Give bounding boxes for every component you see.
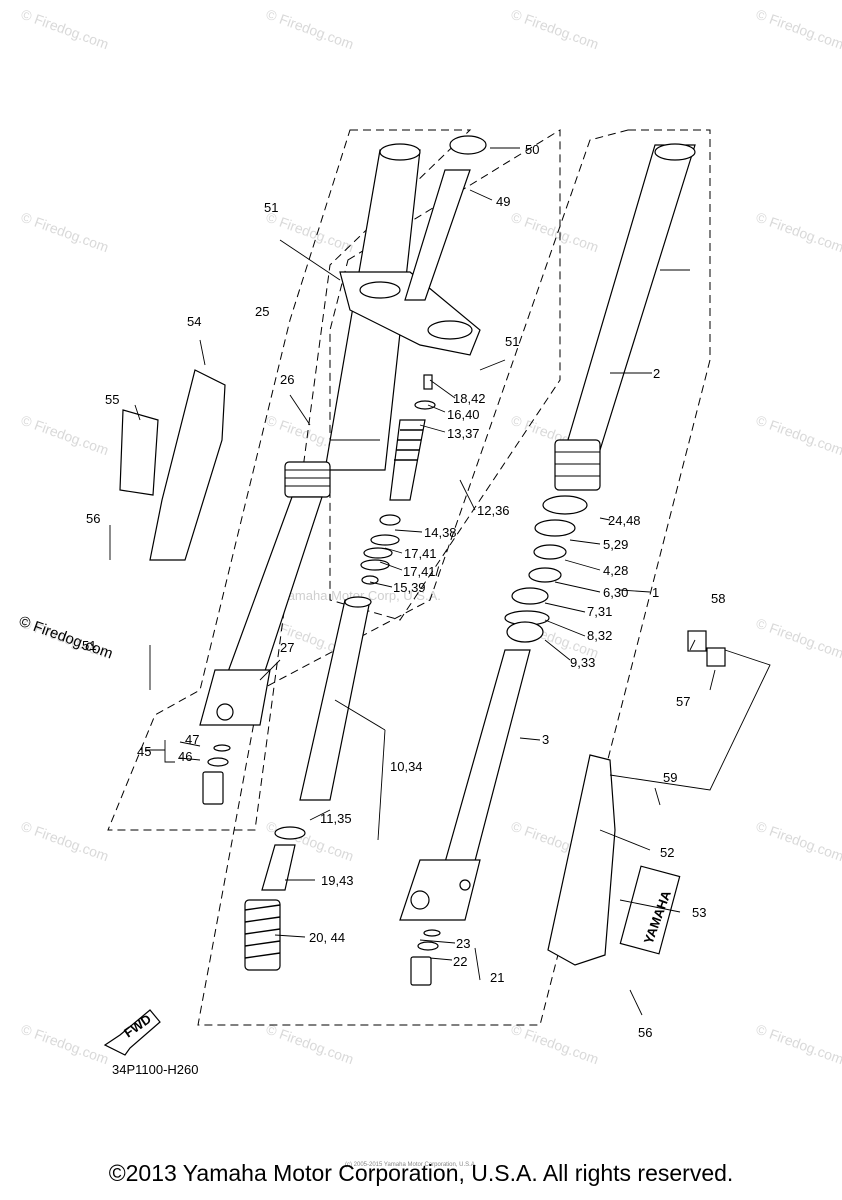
label-4-28: 4,28 <box>603 563 628 578</box>
label-25: 25 <box>255 304 269 319</box>
label-13-37: 13,37 <box>447 426 480 441</box>
left-fork-guard <box>119 369 226 561</box>
right-inner-tube <box>564 143 696 451</box>
label-6-30: 6,30 <box>603 585 628 600</box>
label-46: 46 <box>178 749 192 764</box>
label-58: 58 <box>711 591 725 606</box>
label-59: 59 <box>663 770 677 785</box>
label-57: 57 <box>676 694 690 709</box>
label-9-33: 9,33 <box>570 655 595 670</box>
label-51-right: 51 <box>505 334 519 349</box>
label-51-left: 51 <box>82 638 96 653</box>
label-1: 1 <box>652 585 659 600</box>
label-17-41: 17,41 <box>404 546 437 561</box>
firedog-watermark: © Firedog.com <box>19 6 111 53</box>
firedog-watermark: © Firedog.com <box>754 1021 842 1068</box>
label-51: 51 <box>264 200 278 215</box>
label-26: 26 <box>280 372 294 387</box>
top-bracket <box>339 135 487 356</box>
label-8-32: 8,32 <box>587 628 612 643</box>
label-15-39: 15,39 <box>393 580 426 595</box>
label-49: 49 <box>496 194 510 209</box>
label-24-48: 24,48 <box>608 513 641 528</box>
label-14-38: 14,38 <box>424 525 457 540</box>
firedog-watermark: © Firedog.com <box>754 209 842 256</box>
label-23: 23 <box>456 936 470 951</box>
label-7-31: 7,31 <box>587 604 612 619</box>
firedog-watermark: © Firedog.com <box>754 412 842 459</box>
left-seal-rings <box>284 461 331 498</box>
fork-spring <box>244 844 296 971</box>
firedog-watermark: © Firedog.com <box>509 1021 601 1068</box>
label-17-41-b: 17,41/ <box>403 564 440 579</box>
drain-bolts <box>202 744 441 986</box>
label-5-29: 5,29 <box>603 537 628 552</box>
firedog-watermark: © Firedog.com <box>754 615 842 662</box>
firedog-watermark: © Firedog.com <box>19 412 111 459</box>
label-56-right: 56 <box>638 1025 652 1040</box>
center-watermark: Yamaha Motor Corp, U.S.A. <box>280 588 441 603</box>
label-11-35: 11,35 <box>320 811 352 826</box>
label-50: 50 <box>525 142 539 157</box>
firedog-watermark: © Firedog.com <box>264 6 356 53</box>
label-12-36: 12,36 <box>477 503 510 518</box>
firedog-watermark: © Firedog.com <box>264 1021 356 1068</box>
hose-clamps <box>687 630 726 667</box>
label-2: 2 <box>653 366 660 381</box>
firedog-watermark: © Firedog.com <box>19 818 111 865</box>
firedog-watermark: © Firedog.com <box>754 6 842 53</box>
firedog-watermark: © Firedog.com <box>19 209 111 256</box>
firedog-watermark: © Firedog.com <box>754 818 842 865</box>
fwd-arrow: FWD <box>103 1009 161 1056</box>
right-outer-tube <box>399 649 531 921</box>
right-seal-stack <box>504 495 588 643</box>
left-fork-outline <box>107 129 472 831</box>
label-52: 52 <box>660 845 674 860</box>
label-53: 53 <box>692 905 706 920</box>
label-45: 45 <box>137 744 151 759</box>
left-outer-tube <box>199 496 323 726</box>
label-56: 56 <box>86 511 100 526</box>
top-bracket-outline <box>329 129 561 621</box>
label-27: 27 <box>280 640 294 655</box>
label-18-42: 18,42 <box>453 391 486 406</box>
copyright-footer: ©2013 Yamaha Motor Corporation, U.S.A. A… <box>108 1160 734 1186</box>
label-22: 22 <box>453 954 467 969</box>
firedog-watermark: © Firedog.com <box>509 6 601 53</box>
firedog-watermark-dark: © Firedog.com <box>17 613 115 663</box>
label-47: 47 <box>185 732 199 747</box>
label-21: 21 <box>490 970 504 985</box>
label-55: 55 <box>105 392 119 407</box>
label-16-40: 16,40 <box>447 407 480 422</box>
leader-lines <box>109 147 771 1016</box>
label-19-43: 19,43 <box>321 873 354 888</box>
right-fork-outline <box>197 129 711 1026</box>
firedog-watermark: © Firedog.com <box>19 1021 111 1068</box>
firedog-watermark: © Firedog.com <box>509 209 601 256</box>
diagram-code: 34P1100-H260 <box>112 1062 199 1077</box>
label-10-34: 10,34 <box>390 759 423 774</box>
right-fork-guard <box>547 754 616 966</box>
right-seal-rings <box>554 439 601 491</box>
label-20-44: 20, 44 <box>309 930 345 945</box>
label-3: 3 <box>542 732 549 747</box>
label-54: 54 <box>187 314 201 329</box>
part-labels: 50 49 51 51 25 54 26 55 2 18,42 16,40 13… <box>82 142 725 1040</box>
firedog-watermark: © Firedog.com <box>264 209 356 256</box>
damper-assembly <box>360 374 436 585</box>
tiny-copyright: (c) 2005-2015 Yamaha Motor Corporation, … <box>345 1162 477 1168</box>
